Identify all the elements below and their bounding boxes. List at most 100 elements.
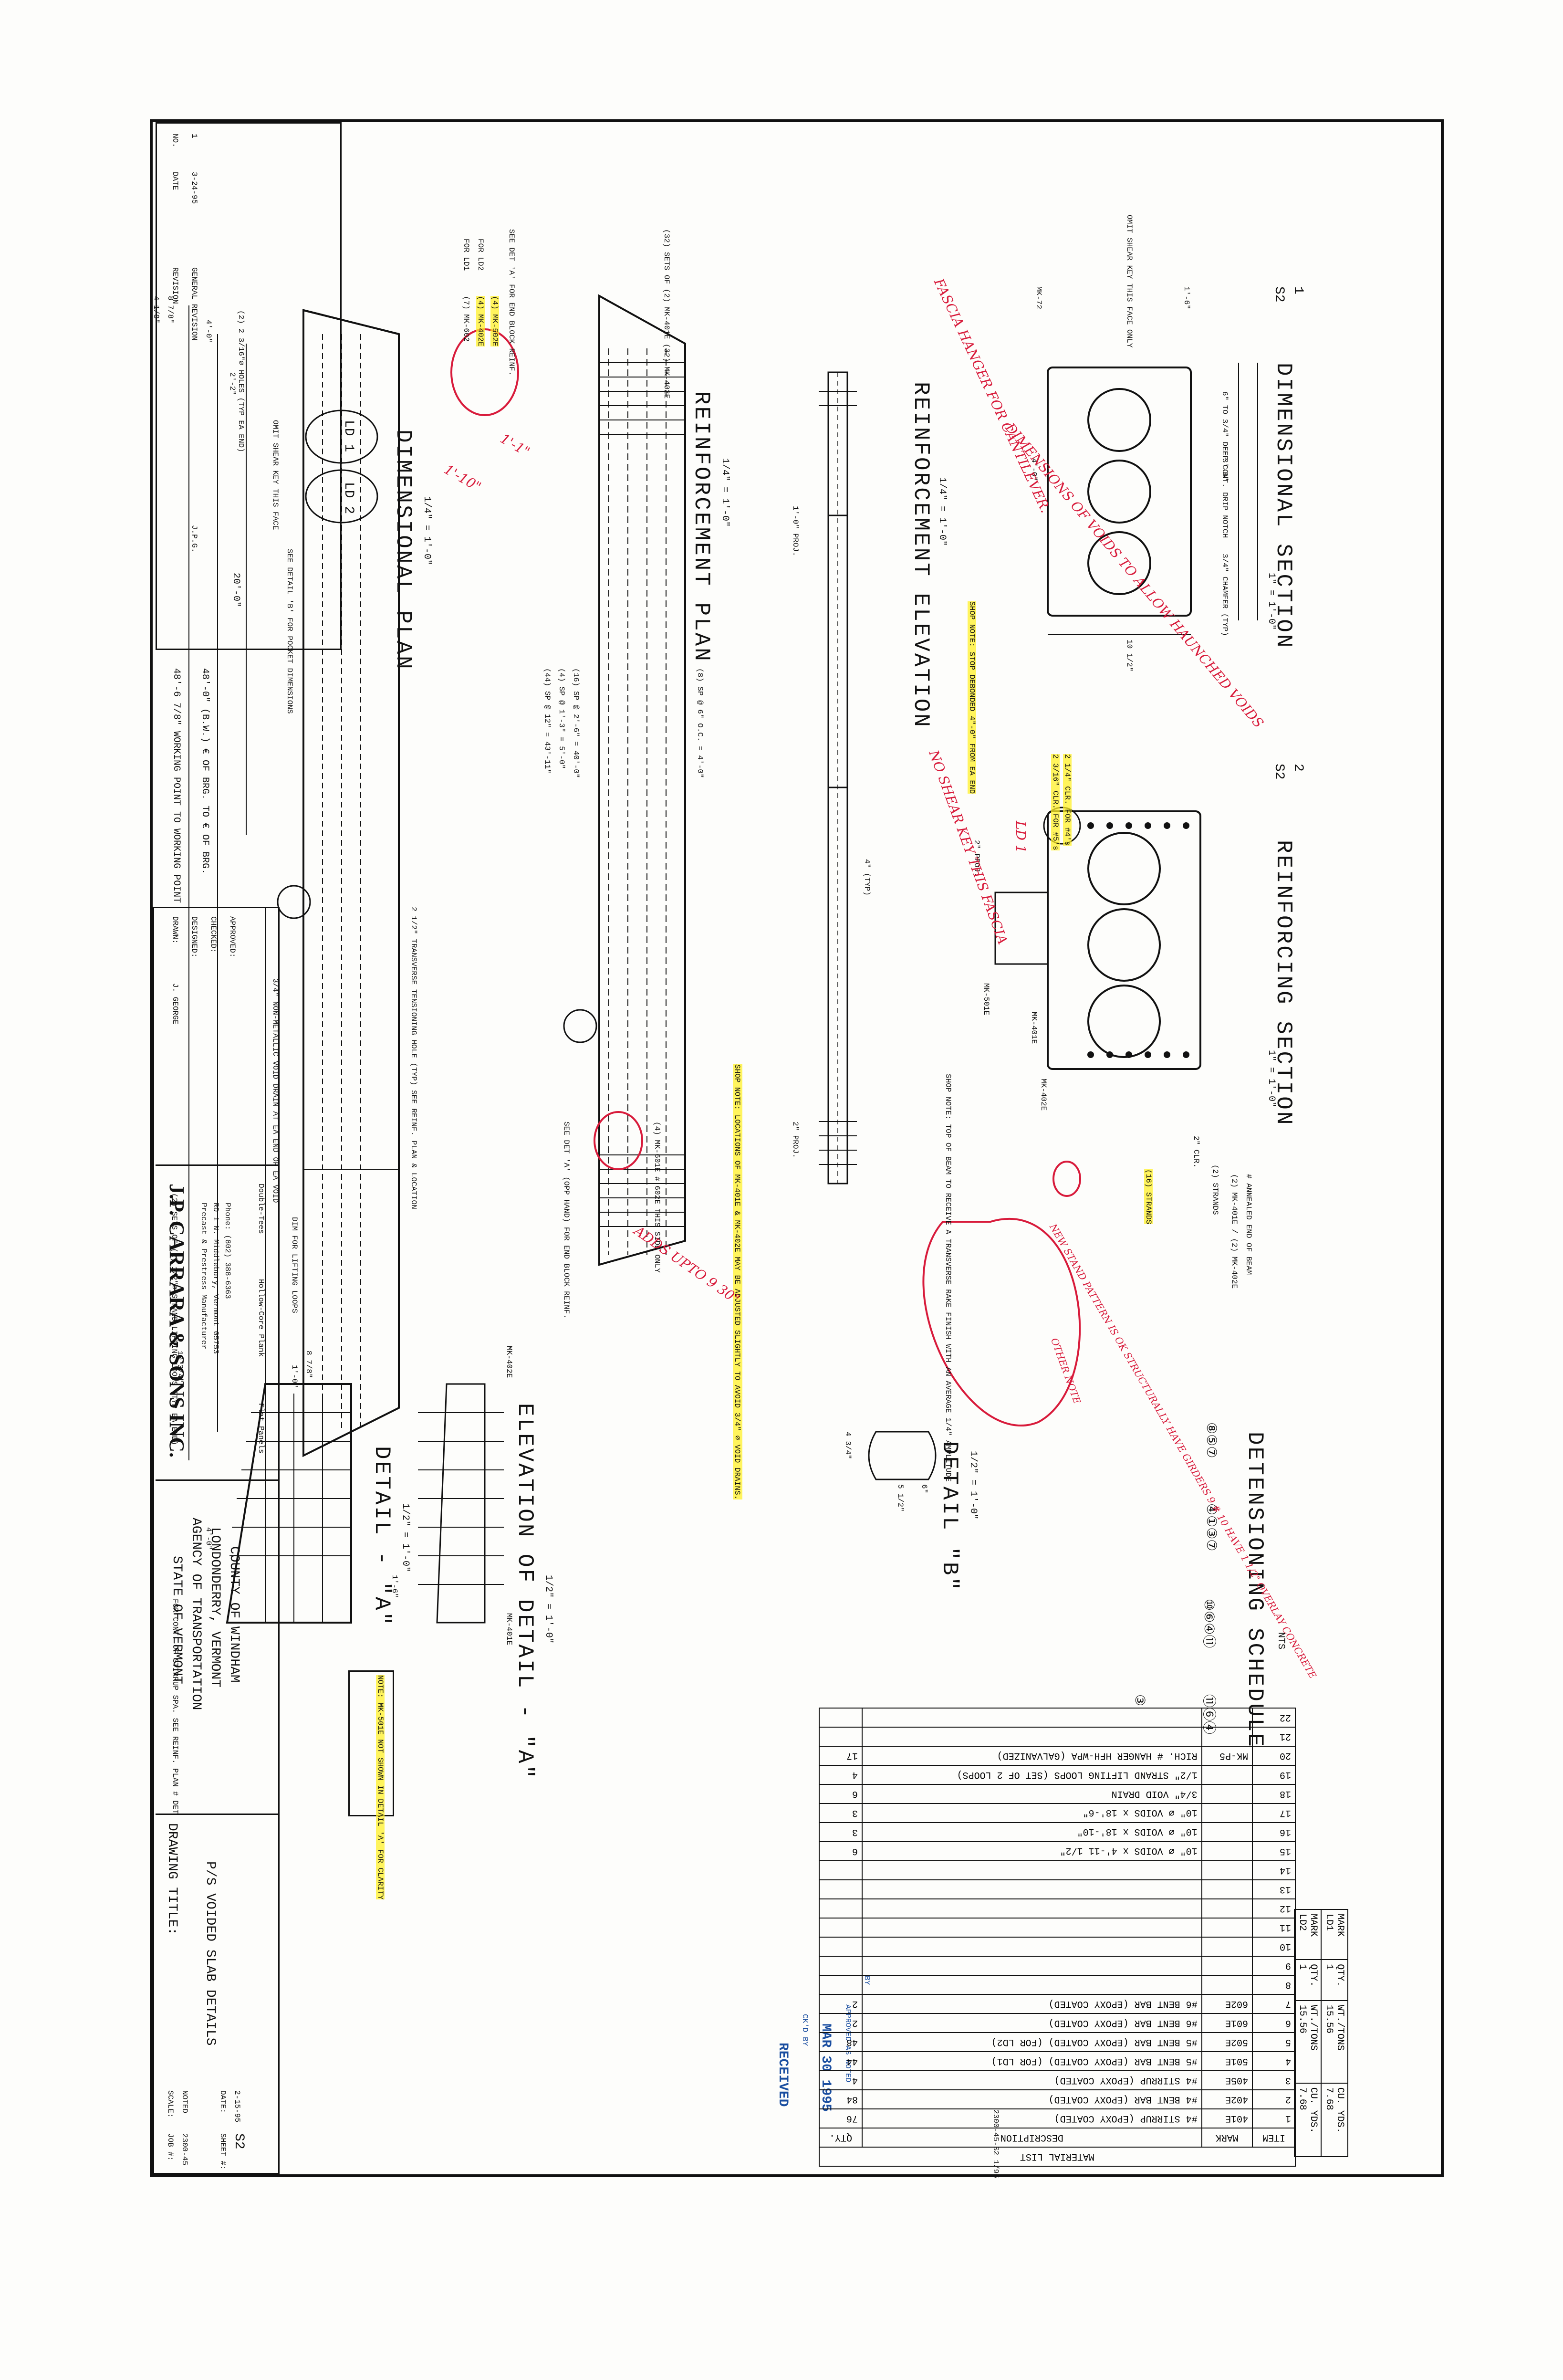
material-cell: 501E <box>1201 2052 1253 2071</box>
reinf-sets: (32) SETS OF (2) MK-401E (32) MK-402E <box>662 229 671 399</box>
material-cell <box>819 1956 862 1975</box>
material-cell <box>1201 1899 1253 1918</box>
dimensional-section-number: 1 <box>1291 286 1305 294</box>
material-cell <box>1201 1861 1253 1880</box>
reinf-see-det: SEE DET 'A' FOR END BLOCK REINF. <box>507 229 516 376</box>
mat-header-qty: QTY. <box>819 2128 862 2147</box>
material-cell: 14 <box>1252 1861 1295 1880</box>
mat-qty-2: QTY. 1 <box>1294 1960 1321 2001</box>
mat-header-mark: MARK <box>1201 2128 1253 2147</box>
section-shear-key: OMIT SHEAR KEY THIS FACE ONLY <box>1125 215 1134 348</box>
tb-company: J.P. CARRARA & SONS INC. <box>165 1184 188 1458</box>
tb-designed-label: DESIGNED: <box>190 916 198 958</box>
mk-note-box <box>348 1670 394 1816</box>
material-cell: 10" ⌀ VOIDS x 18'-6" <box>862 1803 1202 1823</box>
material-cell: 602E <box>1201 1994 1253 2013</box>
dimensional-section-scale: 1" = 1'-0" <box>1266 573 1277 630</box>
reinf-see-det2: SEE DET 'A' (OPP HAND) FOR END BLOCK REI… <box>562 1122 571 1319</box>
section-strands: (2) STRANDS <box>1211 1164 1219 1215</box>
elev-proj-2: 2" PROJ. <box>791 1122 800 1158</box>
material-cell: MK-P5 <box>1201 1746 1253 1765</box>
mat-mark-ld2: MARK LD2 <box>1294 1909 1321 1960</box>
tb-job-label: JOB #: <box>166 2133 175 2161</box>
dimensional-plan-title: DIMENSIONAL PLAN <box>391 430 416 671</box>
material-cell: 12 <box>1252 1899 1295 1918</box>
material-cell: 3 <box>1252 2071 1295 2090</box>
material-cell <box>1201 1765 1253 1784</box>
mat-wt-2: WT./TONS 15.56 <box>1294 2000 1321 2083</box>
rev-date: 3-24-95 <box>190 172 198 204</box>
material-cell <box>862 1708 1202 1727</box>
material-cell: 7 <box>1252 1994 1295 2013</box>
dimensional-section-sheet: S2 <box>1271 286 1286 303</box>
plan-dim-lifting: DIM FOR LIFTING LOOPS <box>290 1217 299 1313</box>
section-mk: MK-72 <box>1034 286 1043 310</box>
reinf-mk-402: (4) MK-402E <box>476 296 485 346</box>
reinf-for-ld1: FOR LD1 <box>462 239 470 271</box>
material-cell: #4 STIRRUP (EPOXY COATED) <box>862 2109 1202 2128</box>
material-cell <box>1201 1880 1253 1899</box>
material-cell: 4 <box>819 2071 862 2090</box>
reinf-spacing-4: (44) SP @ 12" = 43'-11" <box>543 668 552 774</box>
material-cell <box>862 1880 1202 1899</box>
section-mk501: MK-501E <box>982 983 990 1016</box>
tb-sheet-label: SHEET #: <box>219 2133 227 2170</box>
dimensional-plan-scale: 1/4" = 1'-0" <box>421 496 432 566</box>
material-row: 22 <box>819 1708 1295 1727</box>
material-cell: 6 <box>819 1784 862 1803</box>
material-cell: 17 <box>819 1746 862 1765</box>
material-cell: 5 <box>1252 2033 1295 2052</box>
section-strand-note: (16) STRANDS <box>1144 1169 1153 1225</box>
tb-drawn: J. GEORGE <box>171 983 179 1025</box>
material-cell: #4 BENT BAR (EPOXY COATED) <box>862 2090 1202 2109</box>
material-cell: 8 <box>1252 1975 1295 1994</box>
plan-brg-dim: 48'-0" (B.W.) € OF BRG. TO € OF BRG. <box>199 668 210 875</box>
material-cell: 1/2" STRAND LIFTING LOOPS (SET OF 2 LOOP… <box>862 1765 1202 1784</box>
material-cell: 502E <box>1201 2033 1253 2052</box>
reinf-mk-602: (7) MK-602 <box>462 296 470 342</box>
plan-overall-dim: 48'-6 7/8" WORKING POINT TO WORKING POIN… <box>171 668 182 903</box>
tb-client-2: AGENCY OF TRANSPORTATION <box>188 1518 203 1710</box>
section-note-end: # ANNEALED END OF BEAM <box>1244 1174 1253 1275</box>
elevation-detail-a-title: ELEVATION OF DETAIL - "A" <box>512 1403 537 1781</box>
reinf-for-ld2: FOR LD2 <box>476 239 485 271</box>
mat-mark-ld1: MARK LD1 <box>1321 1909 1348 1960</box>
reinforcement-plan-scale: 1/4" = 1'-0" <box>719 458 730 527</box>
material-cell: 10 <box>1252 1937 1295 1956</box>
detail-mk402: MK-402E <box>505 1346 513 1378</box>
material-cell: 20 <box>1252 1746 1295 1765</box>
material-cell: 18 <box>1252 1784 1295 1803</box>
mat-wt-1: WT./TONS 15.56 <box>1321 2000 1348 2083</box>
material-cell: 402E <box>1201 2090 1253 2109</box>
material-cell <box>862 1918 1202 1937</box>
material-list-title: MATERIAL LIST <box>819 2147 1295 2166</box>
stamp-title: RECEIVED <box>775 2043 790 2107</box>
section-note-mk: (2) MK-401E / (2) MK-402E <box>1230 1174 1239 1289</box>
tb-client-4: COUNTY OF WINDHAM <box>227 1546 241 1683</box>
material-cell: 405E <box>1201 2071 1253 2090</box>
tb-date-label: DATE: <box>219 2090 227 2114</box>
material-cell: #6 BENT BAR (EPOXY COATED) <box>862 1994 1202 2013</box>
tb-date: 2-15-95 <box>233 2090 241 2123</box>
section-mk402: MK-402E <box>1039 1079 1048 1111</box>
mat-header-desc: DESCRIPTION <box>862 2128 1202 2147</box>
material-cell <box>1201 1937 1253 1956</box>
reinf-spacing-3: (4) SP @ 1'-3" = 5'-0" <box>557 668 566 769</box>
reinforcing-section-scale: 1" = 1'-0" <box>1266 1050 1277 1108</box>
mat-cy-1: CU. YDS. 7.68 <box>1321 2083 1348 2157</box>
material-cell <box>1201 1727 1253 1746</box>
elev-proj-1: 1'-0" PROJ. <box>791 506 800 556</box>
material-cell: 84 <box>819 2090 862 2109</box>
tb-scale-label: SCALE: <box>166 2090 175 2118</box>
tb-client-3: LONDONDERRY, VERMONT <box>208 1527 222 1688</box>
plan-d-1-0: 1'-0" <box>290 1365 299 1388</box>
material-cell: 2 <box>1252 2090 1295 2109</box>
material-table-wrapper: MATERIAL LIST ITEM MARK DESCRIPTION QTY.… <box>819 1440 1296 2166</box>
